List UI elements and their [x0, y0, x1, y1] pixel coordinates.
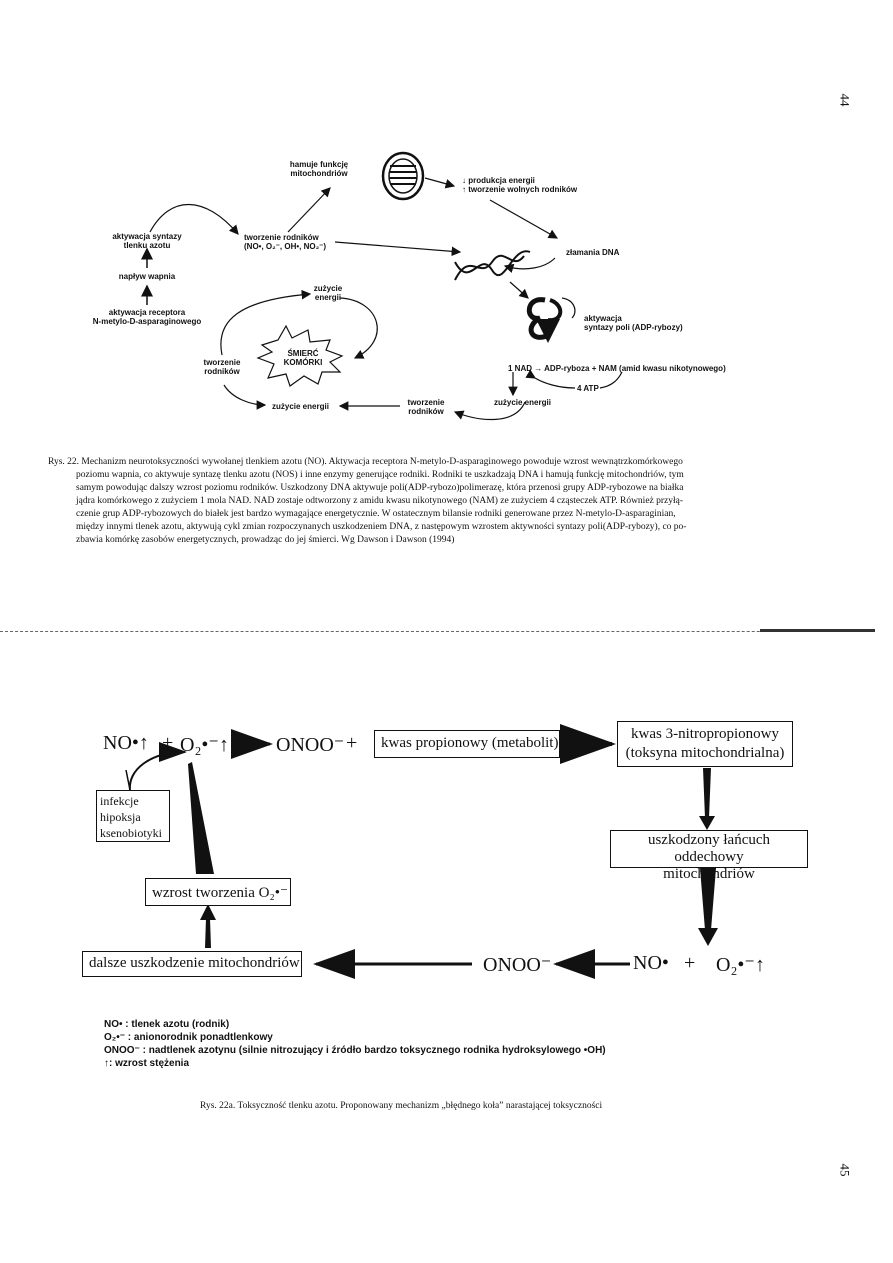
cell-death-burst — [256, 324, 344, 387]
box-line: infekcje — [100, 794, 139, 808]
label-line: tworzenie rodników — [244, 233, 319, 242]
label-line: tworzenie — [203, 358, 241, 367]
label-line: syntazy poli (ADP-rybozy) — [584, 323, 683, 332]
dna-helix-icon — [454, 250, 531, 281]
label-aktywacja-syntazy: aktywacja syntazy tlenku azotu — [104, 232, 190, 250]
label-zlamania-dna: złamania DNA — [566, 248, 620, 257]
caption-line: zbawia komórkę zasobów energetycznych, p… — [76, 535, 455, 545]
caption-line: poziomu wapnia, co aktywuje syntazę tlen… — [76, 470, 684, 480]
label-line: hamuje funkcję — [289, 160, 349, 169]
caption-line: Rys. 22. Mechanizm neurotoksyczności wyw… — [48, 457, 683, 467]
label-line: tworzenie — [407, 398, 445, 407]
label-no-bottom: NO• — [633, 952, 669, 974]
box-line: mitochondriów — [663, 866, 755, 882]
box-kwas-nitropropionowy: kwas 3-nitropropionowy (toksyna mitochon… — [617, 721, 793, 767]
box-wzrost-tworzenia: wzrost tworzenia O₂•⁻ — [145, 878, 291, 906]
label-plus-2: + — [346, 732, 358, 754]
box-dalsze-uszkodzenie: dalsze uszkodzenie mitochondriów — [82, 951, 302, 977]
box-infekcje: infekcje hipoksja ksenobiotyki — [96, 790, 170, 842]
label-onoo-top: ONOO⁻ — [276, 734, 345, 756]
box-line: kwas 3-nitropropionowy — [631, 726, 779, 742]
label-naplyw-wapnia: napływ wapnia — [118, 272, 176, 281]
legend-item: ONOO⁻ : nadtlenek azotynu (silnie nitroz… — [104, 1045, 606, 1056]
caption-line: między innymi tlenek azotu, aktywują cyk… — [76, 522, 687, 532]
figure-22a-caption: Rys. 22a. Toksyczność tlenku azotu. Prop… — [200, 1101, 603, 1111]
label-energy: ↓ produkcja energii ↑ tworzenie wolnych … — [462, 176, 577, 194]
label-tworzenie-rodnikow: tworzenie rodników (NO•, O₂⁻, OH•, NO₂⁻) — [244, 233, 326, 251]
label-o2-up: O₂•⁻↑ — [180, 734, 229, 756]
label-plus-1: + — [162, 732, 174, 754]
label-o2-bottom: O₂•⁻↑ — [716, 954, 765, 976]
label-nad-reaction: 1 NAD → ADP-ryboza + NAM (amid kwasu nik… — [508, 364, 726, 373]
label-line: rodników — [408, 407, 444, 416]
label-line: ↑ tworzenie wolnych rodników — [462, 185, 578, 194]
page-divider-dark — [760, 629, 875, 632]
label-onoo-bottom: ONOO⁻ — [483, 954, 552, 976]
label-zuzycie-energii-right: zużycie energii — [494, 398, 551, 407]
label-line: ŚMIERĆ — [287, 349, 319, 358]
mitochondrion-icon — [381, 151, 425, 201]
label-line: energii — [314, 293, 342, 302]
label-4-atp: 4 ATP — [577, 384, 599, 393]
caption-line: samym powodując dalszy wzrost poziomu ro… — [76, 483, 684, 493]
label-line: ↓ produkcja energii — [462, 176, 535, 185]
label-line: N-metylo-D-asparaginowego — [92, 317, 202, 326]
caption-line: czenie grup ADP-rybozowych do białek jes… — [76, 509, 676, 519]
legend-item: ↑: wzrost stężenia — [104, 1058, 190, 1069]
label-zuzycie-energii-bottom: zużycie energii — [272, 402, 329, 411]
label-zuzycie-energii-top: zużycie energii — [305, 284, 351, 302]
label-line: aktywacja — [584, 314, 622, 323]
label-tworzenie-left: tworzenie rodników — [198, 358, 246, 376]
box-line: ksenobiotyki — [100, 826, 162, 840]
label-tworzenie-bottom: tworzenie rodników — [400, 398, 452, 416]
legend: NO• : tlenek azotu (rodnik) O₂•⁻ : anion… — [104, 1018, 724, 1070]
label-line: aktywacja syntazy — [112, 232, 182, 241]
label-line: (NO•, O₂⁻, OH•, NO₂⁻) — [244, 242, 327, 251]
legend-item: O₂•⁻ : anionorodnik ponadtlenkowy — [104, 1032, 273, 1043]
label-plus-3: + — [684, 952, 696, 974]
label-aktywacja-receptora: aktywacja receptora N-metylo-D-asparagin… — [82, 308, 212, 326]
caption-line: jądra komórkowego z zużyciem 1 mola NAD.… — [76, 496, 684, 506]
label-line: mitochondriów — [290, 169, 348, 178]
box-uszkodzony-lancuch: uszkodzony łańcuch oddechowy mitochondri… — [610, 830, 808, 882]
label-line: zużycie — [313, 284, 343, 293]
label-line: KOMÓRKI — [283, 358, 323, 367]
page-divider — [0, 631, 875, 632]
label-smierc-komorki: ŚMIERĆ KOMÓRKI — [270, 349, 336, 367]
label-hamuje-funkcje: hamuje funkcję mitochondriów — [278, 160, 360, 178]
box-kwas-propionowy: kwas propionowy (metabolit) — [374, 730, 560, 758]
label-aktywacja-poli: aktywacja syntazy poli (ADP-rybozy) — [584, 314, 683, 332]
box-line: uszkodzony łańcuch oddechowy — [647, 832, 771, 865]
label-line: rodników — [204, 367, 240, 376]
box-line: (toksyna mitochondrialna) — [625, 745, 785, 761]
label-line: aktywacja receptora — [108, 308, 186, 317]
box-line: hipoksja — [100, 810, 141, 824]
label-line: tlenku azotu — [123, 241, 171, 250]
label-no-up: NO•↑ — [103, 732, 149, 754]
legend-item: NO• : tlenek azotu (rodnik) — [104, 1019, 230, 1030]
figure-22-caption: Rys. 22. Mechanizm neurotoksyczności wyw… — [48, 456, 810, 547]
enzyme-icon — [526, 297, 576, 343]
